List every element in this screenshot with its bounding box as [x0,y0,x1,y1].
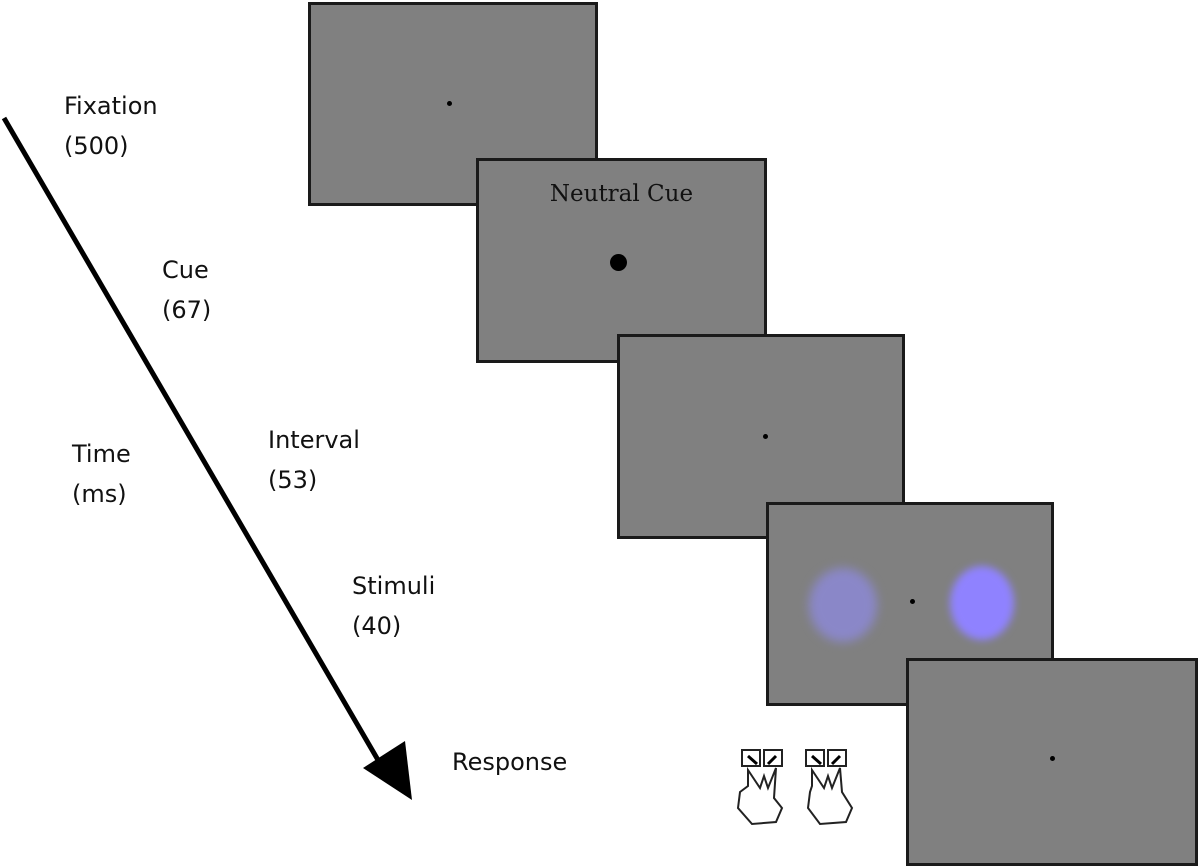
stage-label-fixation: Fixation (500) [64,86,158,166]
stage-name: Interval [268,426,360,454]
response-screen [906,658,1198,866]
stage-label-stimuli: Stimuli (40) [352,566,435,646]
time-unit: (ms) [72,480,127,508]
stage-duration: (67) [162,296,212,324]
time-label: Time [72,440,131,468]
stage-duration: (500) [64,132,129,160]
fixation-dot [763,434,768,439]
cue-screen: Neutral Cue [476,158,767,363]
stage-name: Response [452,748,568,776]
fixation-dot [1050,756,1055,761]
stage-name: Stimuli [352,572,436,600]
stage-label-cue: Cue (67) [162,250,211,330]
fixation-dot [910,599,915,604]
stage-duration: (53) [268,466,318,494]
time-arrow-shaft [1,116,381,762]
time-axis-label: Time (ms) [72,434,131,514]
stage-label-response: Response [452,742,567,782]
cue-text: Neutral Cue [549,181,694,207]
stage-duration: (40) [352,612,402,640]
fixation-dot [447,101,452,106]
stimulus-right [950,566,1014,640]
stage-name: Cue [162,256,209,284]
stage-name: Fixation [64,92,158,120]
stimulus-left [809,568,877,642]
cue-dot [610,254,627,271]
stage-label-interval: Interval (53) [268,420,360,500]
time-arrow-head [363,741,412,800]
